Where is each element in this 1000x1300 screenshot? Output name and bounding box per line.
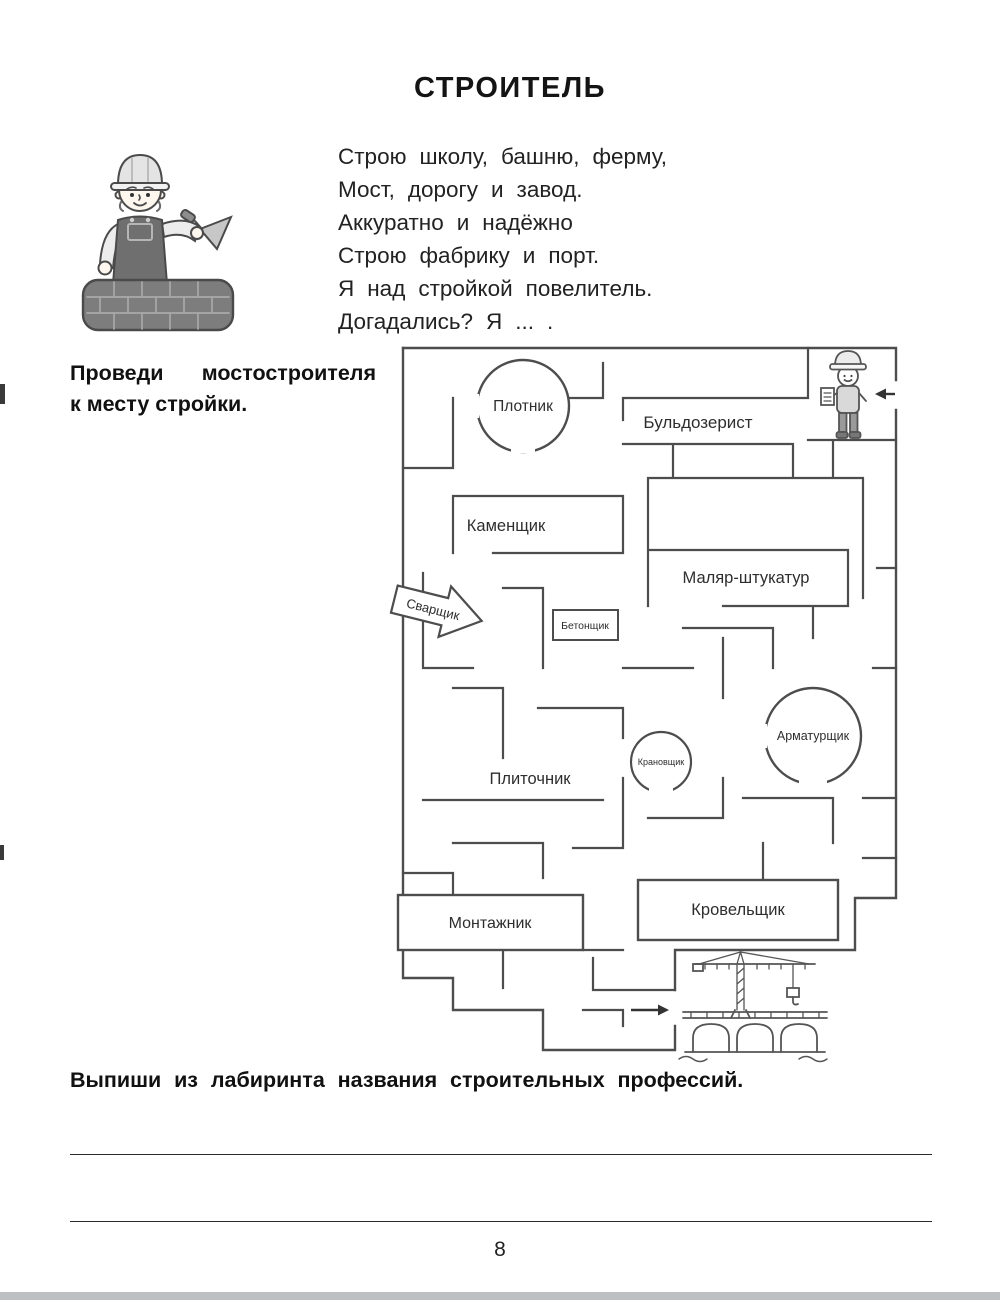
professions-maze: Плотник Бульдозерист Каменщик Маляр-штук… bbox=[389, 338, 913, 1068]
builder-figure bbox=[820, 350, 867, 439]
exit-arrow-icon bbox=[631, 1004, 669, 1016]
trowel-icon bbox=[198, 215, 233, 251]
page-title: СТРОИТЕЛЬ bbox=[413, 72, 607, 104]
maze-label-shapes bbox=[389, 358, 863, 952]
maze-label-montazhnik: Монтажник bbox=[449, 915, 533, 932]
riddle-poem: Строю школу, башню, ферму, Мост, дорогу … bbox=[338, 140, 667, 338]
maze-label-plotnik: Плотник bbox=[493, 398, 553, 415]
poem-line: Строю школу, башню, ферму, bbox=[338, 144, 667, 169]
maze-task-line: Проведи мостостроителя bbox=[70, 361, 376, 385]
maze-label-krovelshchik: Кровельщик bbox=[691, 901, 785, 919]
scan-edge-strip bbox=[0, 1292, 1000, 1300]
maze-outer-walls bbox=[401, 346, 898, 1052]
maze-label-buldozerist: Бульдозерист bbox=[643, 413, 752, 432]
hard-hat-icon bbox=[834, 350, 862, 367]
maze-openings bbox=[473, 394, 827, 794]
scan-artifact bbox=[0, 384, 5, 404]
page-number: 8 bbox=[494, 1238, 506, 1261]
maze-task-instruction: Проведи мостостроителя к месту стройки. bbox=[70, 358, 376, 420]
krovelshchik-box bbox=[636, 878, 840, 942]
maze-label-betonshchik: Бетонщик bbox=[561, 620, 609, 632]
maze-label-malyar-shtukatur: Маляр-штукатур bbox=[683, 569, 810, 587]
betonshchik-box bbox=[552, 609, 619, 641]
maze-label-plitochnik: Плиточник bbox=[489, 770, 571, 788]
svarshchik-arrow-shape bbox=[389, 584, 484, 639]
entrance-arrow-icon bbox=[875, 388, 895, 400]
write-task-instruction: Выпиши из лабиринта названия строительны… bbox=[70, 1068, 744, 1092]
builder-boy-illustration bbox=[78, 132, 238, 337]
maze-label-armaturshchik: Арматурщик bbox=[777, 729, 850, 743]
hard-hat-icon bbox=[116, 153, 164, 186]
scan-artifact bbox=[0, 845, 4, 860]
crane-bridge-illustration bbox=[678, 949, 828, 1063]
writing-line bbox=[70, 1221, 932, 1222]
poem-line: Мост, дорогу и завод. bbox=[338, 177, 583, 202]
builder-boy-svg bbox=[81, 153, 235, 332]
crane-hook-icon bbox=[786, 987, 800, 998]
poem-line: Я над стройкой повелитель. bbox=[338, 276, 653, 301]
writing-line bbox=[70, 1154, 932, 1155]
maze-label-kranovshchik: Крановщик bbox=[638, 757, 684, 767]
montazhnik-box bbox=[396, 893, 585, 952]
maze-svg: Плотник Бульдозерист Каменщик Маляр-штук… bbox=[389, 346, 898, 1063]
maze-inner-walls bbox=[401, 346, 898, 1028]
brick-wall-icon bbox=[81, 278, 235, 332]
poem-line: Строю фабрику и порт. bbox=[338, 243, 600, 268]
poem-line: Догадались? Я ... . bbox=[338, 309, 554, 334]
maze-task-line: к месту стройки. bbox=[70, 392, 248, 416]
poem-line: Аккуратно и надёжно bbox=[338, 210, 573, 235]
maze-label-kamenshchik: Каменщик bbox=[467, 517, 546, 535]
